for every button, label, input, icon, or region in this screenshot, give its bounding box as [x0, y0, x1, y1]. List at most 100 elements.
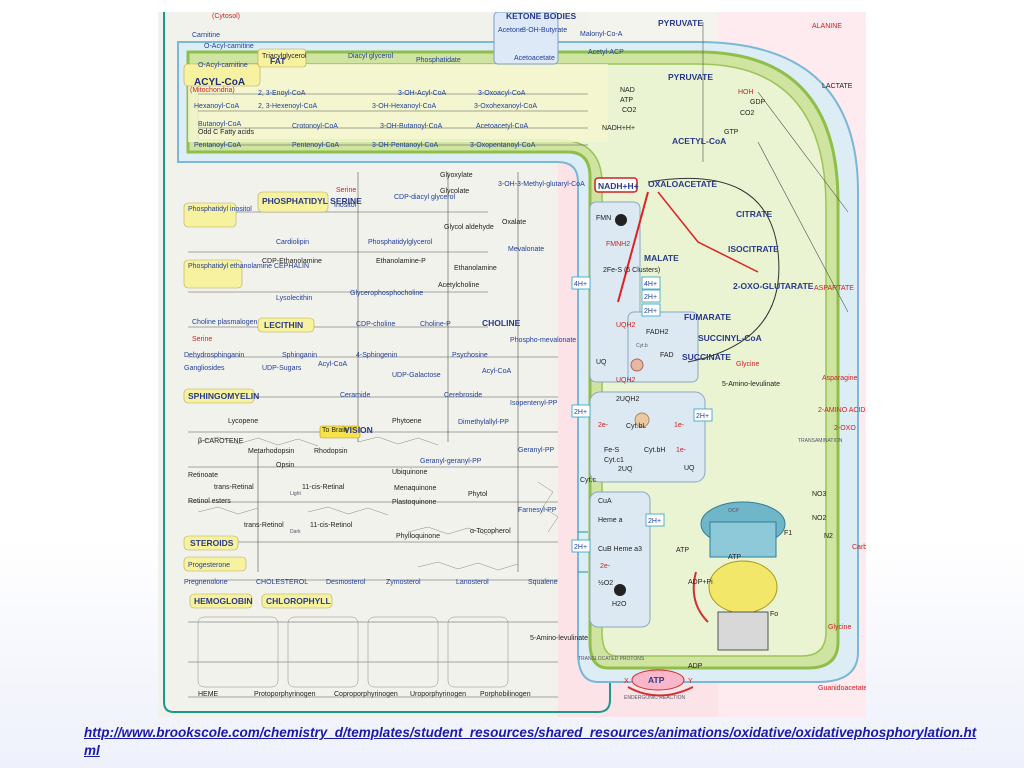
label-glycine: Glycine	[736, 361, 759, 368]
label-mevalonate: Mevalonate	[508, 246, 544, 253]
label-farnesyl-pp: Farnesyl-PP	[518, 507, 557, 514]
complex-iii	[589, 391, 706, 483]
label-oxohexanoyl-coa: 3-Oxohexanoyl-CoA	[474, 103, 537, 110]
label-o-acyl-carnitine-mito: O-Acyl-carnitine	[198, 62, 248, 69]
pathway-svg: (Cytosol)(Mitochondria)KETONE BODIESCarn…	[158, 12, 866, 717]
pathway-labels: (Cytosol)(Mitochondria)KETONE BODIESCarn…	[184, 12, 866, 701]
label-phytol: Phytol	[468, 491, 488, 498]
label-dimethylallyl-pp: Dimethylallyl-PP	[458, 419, 509, 426]
label-atp-2: ATP	[676, 547, 689, 554]
label-metarhodopsin: Metarhodopsin	[248, 448, 294, 455]
cell-boundary-line	[163, 12, 611, 713]
label-udp-sugars: UDP-Sugars	[262, 365, 302, 372]
label-4h-2: 4H+	[644, 281, 657, 288]
label-atp: ATP	[620, 97, 633, 104]
phosphatidyl-inositol-pill	[183, 202, 237, 228]
label-phosphatidylserine: PHOSPHATIDYL SERINE	[262, 196, 362, 206]
label-carnitine: Carnitine	[192, 32, 220, 39]
label-2h-5: 2H+	[648, 518, 661, 525]
mitochondria-matrix	[197, 63, 827, 657]
label-n2: N2	[824, 533, 833, 540]
label-opsin: Opsin	[276, 462, 294, 469]
label-no3: NO3	[812, 491, 827, 498]
label-geranyl-pp: Geranyl-PP	[518, 447, 555, 454]
label-phosphatidylinositol: Phosphatidyl inositol	[188, 206, 252, 213]
label-pentenoyl-coa: Pentenoyl-CoA	[292, 142, 339, 149]
label-ketone_bodies: KETONE BODIES	[506, 12, 577, 21]
label-ocp: OCP	[728, 508, 740, 514]
label-oh-butanoyl-coa: 3-OH-Butanoyl-CoA	[380, 123, 443, 130]
label-serine-1: Serine	[336, 187, 356, 194]
label-enoyl-coa: 2, 3-Enoyl-CoA	[258, 90, 306, 97]
label-mitochondria: (Mitochondria)	[190, 87, 235, 94]
label-carb: Carb	[852, 544, 866, 551]
complex-ii	[627, 311, 699, 383]
label-cyt-c1: Cyt.c1	[604, 457, 624, 464]
label-heme-a: Heme a	[598, 517, 623, 524]
label-steroids: STEROIDS	[190, 538, 234, 548]
label-cardiolipin: Cardiolipin	[276, 239, 309, 246]
chlorophyll-pill	[261, 593, 333, 609]
label-lactate: LACTATE	[822, 83, 853, 90]
ketone-bodies-box	[493, 12, 559, 65]
label-geranyl-geranyl-pp: Geranyl-geranyl-PP	[420, 458, 482, 465]
label-isopentenyl-pp: Isopentenyl-PP	[510, 400, 558, 407]
label-1e-2: 1e-	[676, 447, 687, 454]
label-half-o2: ½O2	[598, 579, 613, 587]
label-beta-carotene: β-CAROTENE	[198, 438, 244, 445]
label-acyl-coa: ACYL-CoA	[194, 77, 245, 88]
label-cyt-bl: Cyt.bL	[626, 423, 646, 430]
label-f1: F1	[784, 530, 792, 537]
label-cdp-diacylglycerol: CDP-diacyl glycerol	[394, 194, 456, 201]
steroids-pill	[183, 535, 239, 551]
label-amino-levulinate-2: 5-Amino-levulinate	[722, 381, 780, 388]
label-malonyl-coa: Malonyl-Co-A	[580, 31, 623, 38]
label-choline: CHOLINE	[482, 318, 521, 328]
label-2h-6: 2H+	[574, 544, 587, 551]
label-x: X	[624, 678, 629, 685]
label-oxo-acid: 2-OXO	[834, 425, 856, 432]
label-lysolecithin: Lysolecithin	[276, 295, 312, 302]
label-o-acyl-carnitine: O-Acyl-carnitine	[204, 43, 254, 50]
label-plastoquinone: Plastoquinone	[392, 499, 436, 506]
label-co2: CO2	[622, 107, 637, 114]
label-gangliosides: Gangliosides	[184, 365, 225, 372]
label-trans-retinol: trans-Retinol	[244, 522, 284, 529]
label-psychosine: Psychosine	[452, 352, 488, 359]
label-retinoate: Retinoate	[188, 472, 218, 479]
label-heme-a3: CuB Heme a3	[598, 546, 642, 553]
source-url-link[interactable]: http://www.brookscole.com/chemistry_d/te…	[84, 725, 977, 758]
label-butanoyl-coa: Butanoyl-CoA	[198, 121, 242, 128]
label-oh-butyrate: 3-OH-Butyrate	[522, 27, 567, 34]
label-pentanoyl-coa: Pentanoyl-CoA	[194, 142, 241, 149]
label-cholesterol: CHOLESTEROL	[256, 579, 308, 586]
label-crotonoyl-coa: Crotonoyl-CoA	[292, 123, 338, 130]
label-chlorophyll: CHLOROPHYLL	[266, 596, 331, 606]
label-udp-galactose: UDP-Galactose	[392, 372, 441, 379]
atp-synthase-fo	[717, 611, 769, 651]
label-sphinganin: Sphinganin	[282, 352, 317, 359]
label-fo: Fo	[770, 611, 778, 618]
pathway-connectors	[188, 22, 849, 698]
label-coproporphyrinogen: Coproporphyrinogen	[334, 691, 398, 698]
label-to-brain: To Brain	[322, 427, 348, 434]
label-2h-3: 2H+	[574, 409, 587, 416]
chemical-structures	[197, 436, 559, 688]
complex-iii-marker	[634, 412, 650, 428]
lecithin-pill	[257, 317, 315, 333]
label-fadh2: FADH2	[646, 329, 669, 336]
label-cyt-bh: Cyt.bH	[644, 447, 665, 454]
label-uqh2-2: UQH2	[616, 377, 636, 384]
label-endergonic: ENDERGONIC REACTION	[624, 695, 686, 701]
label-acyl-coa-3: Acyl-CoA	[482, 368, 512, 375]
label-cerebroside: Cerebroside	[444, 392, 482, 399]
label-phosphomevalonate: Phospho-mevalonate	[510, 337, 576, 344]
label-transamination: TRANSAMINATION	[798, 438, 843, 444]
complex-iv	[589, 491, 651, 628]
label-2uq: 2UQ	[618, 466, 633, 473]
complex-iv-marker	[614, 584, 626, 596]
label-oxalate: Oxalate	[502, 219, 526, 226]
label-atp-main: ATP	[648, 675, 665, 685]
complex-i-marker	[615, 214, 627, 226]
